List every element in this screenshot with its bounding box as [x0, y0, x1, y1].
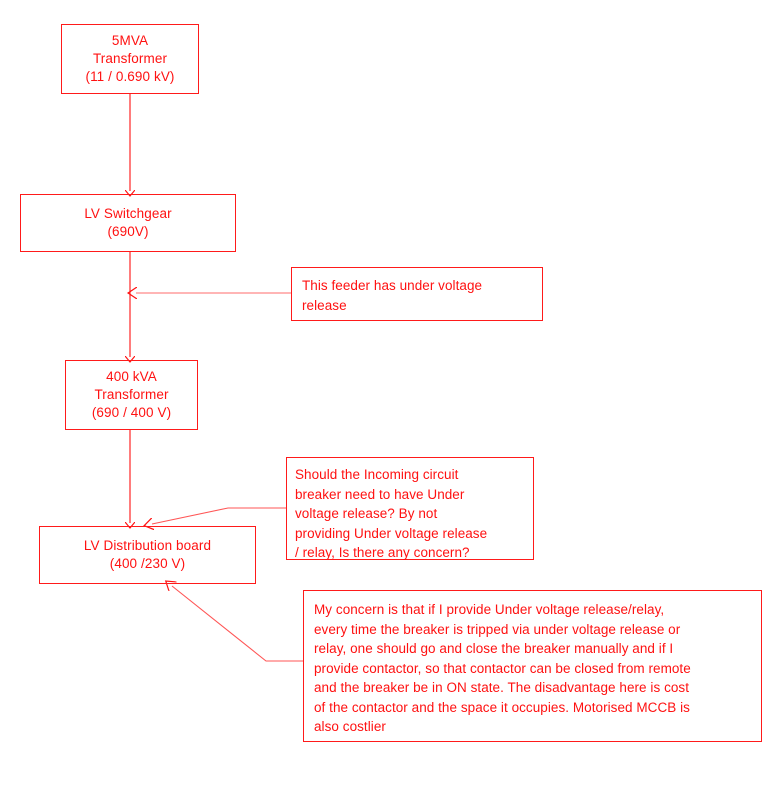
leader-concern — [172, 586, 303, 662]
note-contactor-cost-concern[interactable]: My concern is that if I provide Under vo… — [303, 590, 762, 742]
node-400kva-transformer[interactable]: 400 kVA Transformer (690 / 400 V) — [65, 360, 198, 430]
note-feeder-under-voltage-release[interactable]: This feeder has under voltage release — [291, 267, 543, 321]
node-lv-distribution-board[interactable]: LV Distribution board (400 /230 V) — [39, 526, 256, 584]
note-incoming-circuit-breaker-question[interactable]: Should the Incoming circuit breaker need… — [286, 457, 534, 560]
node-lv-switchgear[interactable]: LV Switchgear (690V) — [20, 194, 236, 252]
node-5mva-transformer[interactable]: 5MVA Transformer (11 / 0.690 kV) — [61, 24, 199, 94]
leader-incoming-cb — [152, 507, 286, 524]
